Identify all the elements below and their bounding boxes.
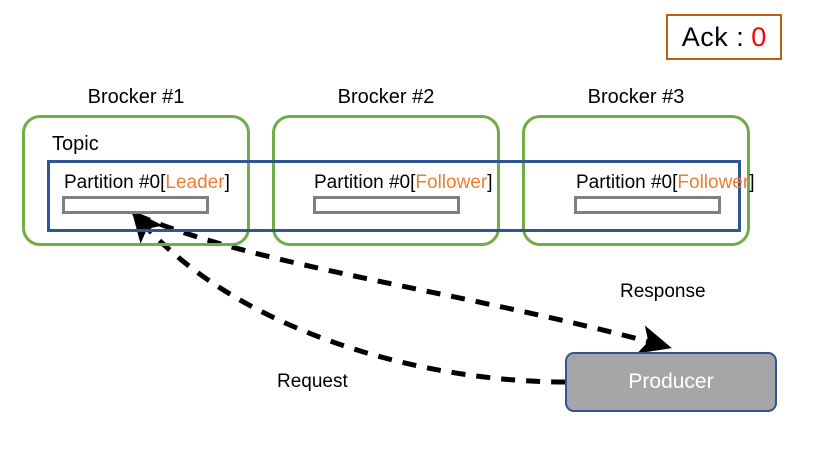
- partition-name-1: Partition #0[: [64, 172, 166, 193]
- request-label: Request: [277, 371, 348, 392]
- partition-bracket-1: ]: [224, 172, 230, 193]
- ack-label: Ack :: [681, 21, 745, 52]
- partition-role-3: Follower: [677, 172, 750, 193]
- partition-bar-3: [574, 196, 721, 214]
- partition-bar-2: [313, 196, 460, 214]
- partition-bracket-3: ]: [749, 172, 755, 193]
- producer-label: Producer: [628, 370, 714, 393]
- partition-bracket-2: ]: [487, 172, 493, 193]
- partition-label-3: Partition #0[Follower]: [576, 172, 755, 194]
- ack-badge: Ack : 0: [666, 14, 782, 60]
- broker-box-1[interactable]: [22, 115, 250, 246]
- broker-box-2[interactable]: [272, 115, 500, 246]
- partition-label-1: Partition #0[Leader]: [64, 172, 230, 194]
- partition-name-3: Partition #0[: [576, 172, 678, 193]
- ack-value: 0: [751, 21, 767, 52]
- response-label: Response: [620, 281, 706, 302]
- partition-band: [47, 160, 741, 232]
- broker-box-3[interactable]: [522, 115, 750, 246]
- broker-title-2: Brocker #2: [337, 86, 435, 108]
- partition-label-2: Partition #0[Follower]: [314, 172, 493, 194]
- partition-name-2: Partition #0[: [314, 172, 416, 193]
- broker-title-3: Brocker #3: [587, 86, 685, 108]
- partition-role-1: Leader: [165, 172, 225, 193]
- partition-bar-1: [62, 196, 209, 214]
- producer-node[interactable]: Producer: [565, 352, 777, 412]
- partition-role-2: Follower: [415, 172, 488, 193]
- broker-title-1: Brocker #1: [87, 86, 185, 108]
- topic-label: Topic: [52, 133, 99, 155]
